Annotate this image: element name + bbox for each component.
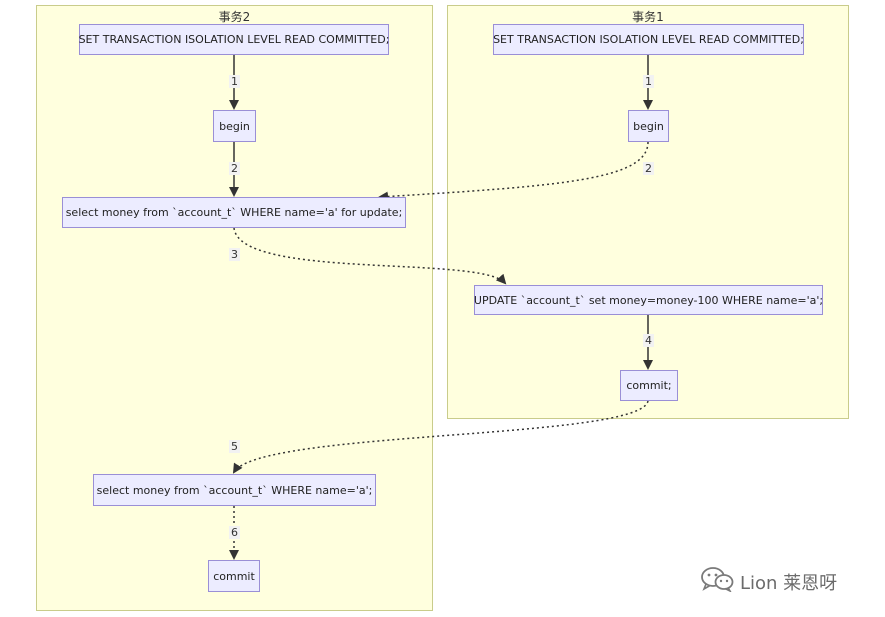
edge-tx1-begin-tx2-select: [378, 141, 649, 202]
wechat-icon: [700, 566, 734, 597]
edge-tx2-select-tx1-update: [233, 227, 507, 285]
node-tx2-begin: begin: [213, 110, 256, 142]
edge-label: 3: [229, 248, 240, 261]
edge-label: 1: [643, 75, 654, 88]
node-tx1-set-isolation: SET TRANSACTION ISOLATION LEVEL READ COM…: [493, 24, 804, 55]
cluster-title: 事务1: [632, 10, 664, 24]
node-tx1-update: UPDATE `account_t` set money=money-100 W…: [474, 285, 823, 315]
node-tx2-select-for-update: select money from `account_t` WHERE name…: [62, 197, 406, 228]
edge-label: 5: [229, 440, 240, 453]
node-tx2-set-isolation: SET TRANSACTION ISOLATION LEVEL READ COM…: [79, 24, 389, 55]
node-tx2-select: select money from `account_t` WHERE name…: [93, 474, 376, 506]
edge-label: 1: [229, 75, 240, 88]
watermark: Lion 莱恩呀: [700, 566, 837, 597]
edge-label: 2: [229, 162, 240, 175]
edge-tx1-commit-tx2-select: [232, 400, 649, 474]
node-tx1-begin: begin: [628, 110, 669, 142]
edge-label: 4: [643, 334, 654, 347]
node-tx1-commit: commit;: [620, 370, 678, 401]
watermark-text: Lion 莱恩呀: [740, 572, 838, 594]
edge-label: 2: [643, 162, 654, 175]
node-tx2-commit: commit: [208, 560, 260, 592]
edge-label: 6: [229, 526, 240, 539]
cluster-title: 事务2: [218, 10, 251, 24]
